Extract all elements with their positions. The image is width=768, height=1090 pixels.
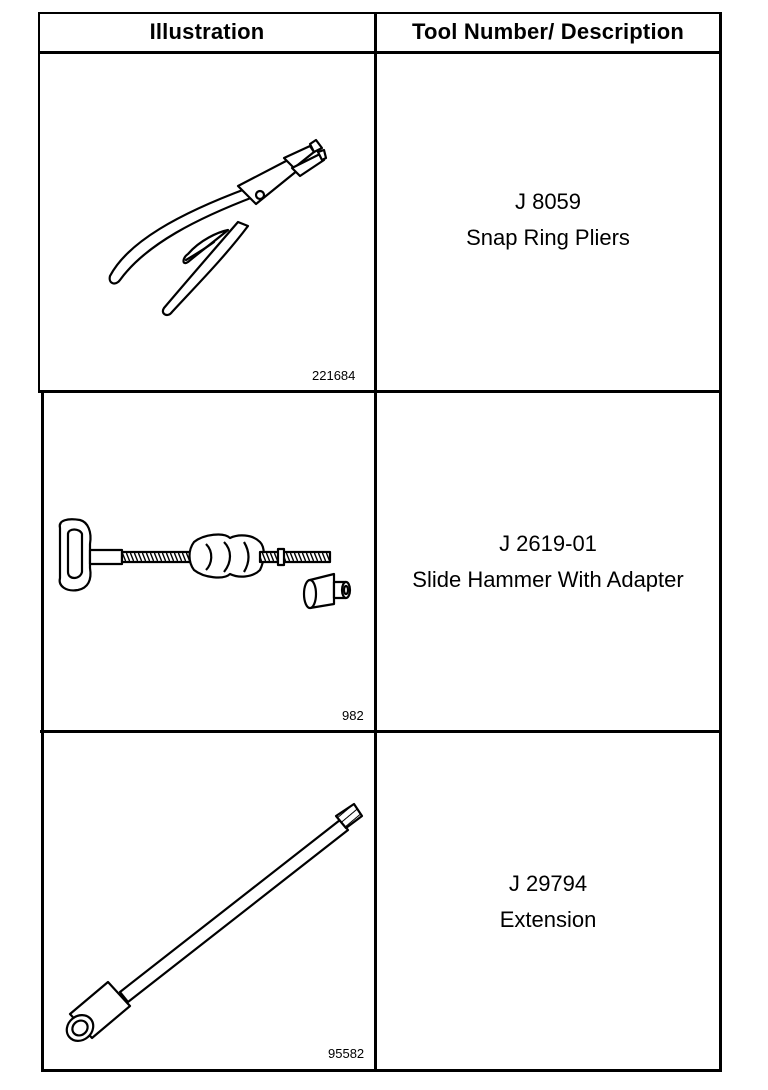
tool-description-cell: J 2619-01 Slide Hammer With Adapter: [377, 526, 719, 598]
snap-ring-pliers-icon: [108, 138, 328, 317]
tool-number: J 2619-01: [499, 531, 597, 556]
table-border-left-lower: [41, 390, 44, 1072]
tool-description-cell: J 29794 Extension: [377, 866, 719, 938]
tool-description: Extension: [499, 907, 597, 932]
figure-id: 95582: [328, 1046, 365, 1061]
tool-description: Snap Ring Pliers: [466, 225, 630, 250]
tool-description-cell: J 8059 Snap Ring Pliers: [377, 184, 719, 256]
header-illustration: Illustration: [149, 19, 265, 44]
header-divider: [38, 51, 722, 54]
table-border-bottom: [42, 1069, 722, 1072]
table-border-left: [38, 12, 40, 392]
table-border-top: [38, 12, 722, 14]
extension-bar-icon: [65, 802, 364, 1042]
table-border-right: [719, 12, 722, 1072]
figure-id: 982: [342, 708, 364, 723]
row-divider-2: [40, 730, 722, 733]
column-divider: [374, 12, 377, 1072]
tool-description: Slide Hammer With Adapter: [412, 567, 684, 592]
header-tool-description: Tool Number/ Description: [411, 19, 685, 44]
figure-id: 221684: [312, 368, 356, 383]
tool-number: J 8059: [514, 189, 582, 214]
row-divider-1: [38, 390, 722, 393]
tool-number: J 29794: [508, 871, 588, 896]
slide-hammer-icon: [58, 518, 352, 610]
tool-table: Illustration Tool Number/ Description 22…: [38, 12, 722, 1072]
